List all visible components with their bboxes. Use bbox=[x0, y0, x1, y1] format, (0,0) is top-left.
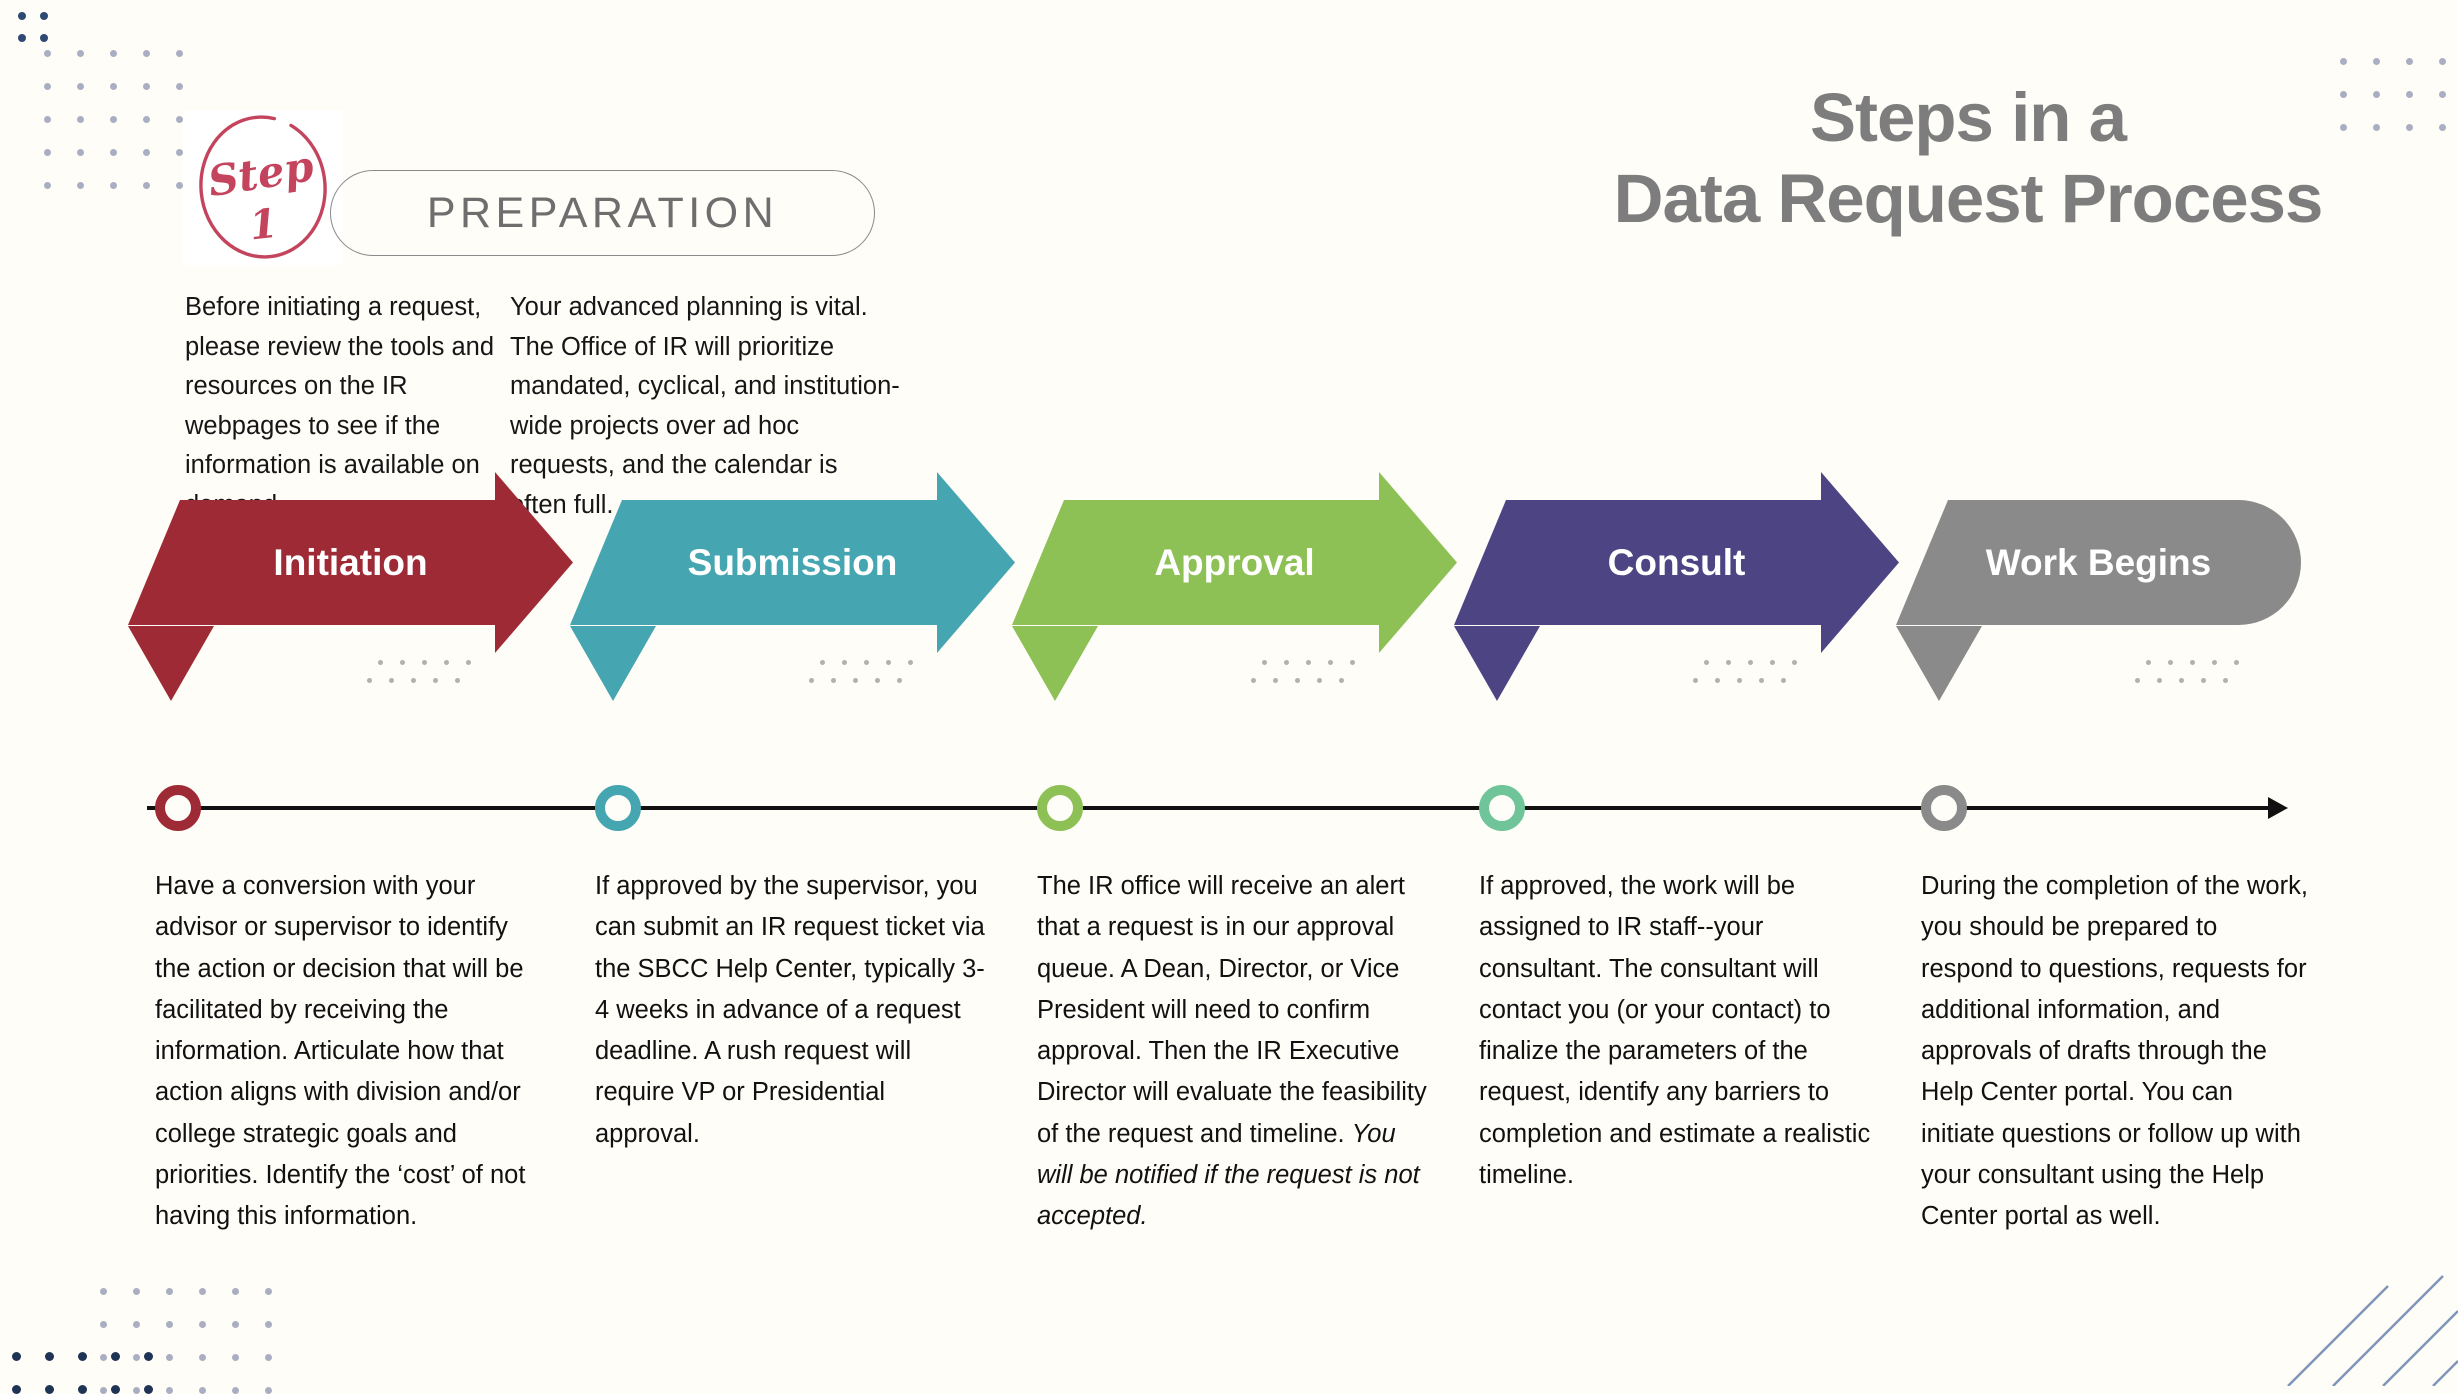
stage-arrow-shape bbox=[128, 472, 573, 653]
stage-description-approval: The IR office will receive an alert that… bbox=[1037, 872, 1427, 1231]
stage-arrow-shape bbox=[1454, 472, 1899, 653]
stage-pointer-triangle bbox=[1896, 626, 1982, 701]
timeline-line bbox=[147, 806, 2272, 810]
preparation-pill: PREPARATION bbox=[330, 170, 875, 256]
stage-description-work-begins: During the completion of the work, you s… bbox=[1921, 872, 2308, 1231]
step-badge-number: 1 bbox=[247, 200, 280, 250]
stage-arrow-shape bbox=[1012, 472, 1457, 653]
stage-banner-work-begins[interactable]: Work Begins bbox=[1896, 500, 2301, 730]
stage-banner-initiation[interactable]: Initiation bbox=[128, 472, 573, 730]
timeline-dot-consult[interactable] bbox=[1479, 785, 1525, 831]
preparation-paragraph-2: Your advanced planning is vital. The Off… bbox=[510, 293, 900, 519]
stage-pointer-triangle bbox=[1012, 626, 1098, 701]
stage-banner-approval[interactable]: Approval bbox=[1012, 472, 1457, 730]
timeline-dot-initiation[interactable] bbox=[155, 785, 201, 831]
timeline-dot-work-begins[interactable] bbox=[1921, 785, 1967, 831]
decor-diagonal-lines bbox=[2228, 1196, 2458, 1386]
stage-description-emphasis: You will be notified if the request is n… bbox=[1037, 1119, 1420, 1231]
stage-pointer-triangle bbox=[1454, 626, 1540, 701]
stage-description-initiation: Have a conversion with your advisor or s… bbox=[155, 872, 526, 1231]
stage-pointer-triangle bbox=[570, 626, 656, 701]
preparation-pill-label: PREPARATION bbox=[426, 188, 779, 237]
page-title-line2: Data Request Process bbox=[1613, 159, 2324, 237]
stage-arrow-shape bbox=[570, 472, 1015, 653]
stage-pointer-triangle bbox=[128, 626, 214, 701]
stage-description-consult: If approved, the work will be assigned t… bbox=[1479, 872, 1871, 1190]
stage-arrow-shape bbox=[1896, 500, 2301, 625]
timeline-arrowhead-icon bbox=[2268, 797, 2288, 819]
stage-banner-submission[interactable]: Submission bbox=[570, 472, 1015, 730]
step-badge: Step 1 bbox=[183, 110, 343, 265]
page-title-line1: Steps in a bbox=[1810, 79, 2127, 156]
step-badge-word: Step bbox=[205, 141, 317, 206]
timeline-dot-approval[interactable] bbox=[1037, 785, 1083, 831]
stage-banner-consult[interactable]: Consult bbox=[1454, 472, 1899, 730]
page-title: Steps in a Data Request Process bbox=[1518, 78, 2418, 239]
timeline-dot-submission[interactable] bbox=[595, 785, 641, 831]
preparation-paragraph-1: Before initiating a request, please revi… bbox=[185, 293, 495, 519]
timeline bbox=[0, 760, 2458, 860]
stage-description-submission: If approved by the supervisor, you can s… bbox=[595, 872, 985, 1148]
